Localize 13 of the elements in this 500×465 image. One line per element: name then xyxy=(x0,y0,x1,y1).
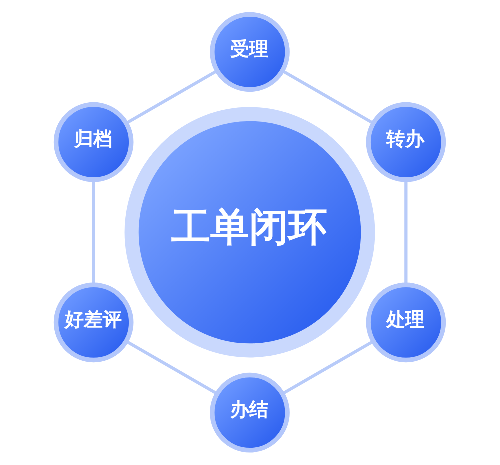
node-circle: 工单闭环 xyxy=(124,107,376,358)
connector xyxy=(126,340,218,396)
node-circle: 好差评 xyxy=(54,282,134,363)
node-circle: 转办 xyxy=(366,102,446,182)
connector xyxy=(126,70,218,125)
node-circle: 处理 xyxy=(366,282,446,363)
connector xyxy=(92,180,96,285)
connector xyxy=(404,180,408,285)
node-circle: 归档 xyxy=(54,102,134,182)
connector xyxy=(282,70,374,125)
node-circle: 受理 xyxy=(210,12,290,92)
connector xyxy=(282,340,374,396)
node-circle: 办结 xyxy=(210,372,290,453)
